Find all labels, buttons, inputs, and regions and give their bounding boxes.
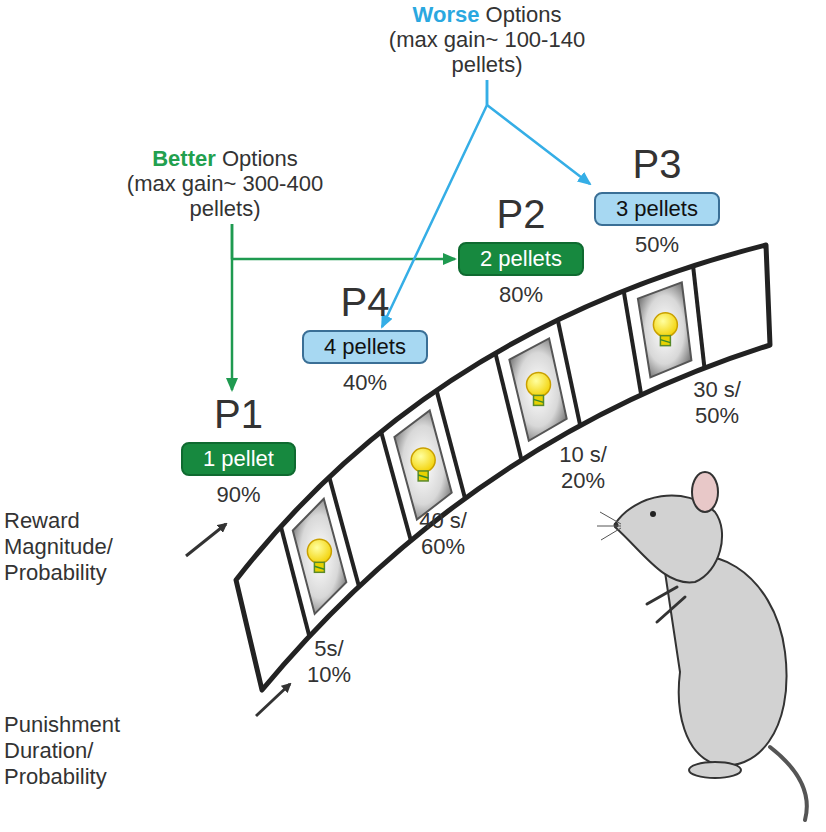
rat-body — [665, 556, 787, 765]
option-name: P1 — [214, 392, 263, 436]
bulb-base — [534, 395, 544, 405]
axis-label: Punishment Duration/ Probability — [4, 712, 144, 790]
bulb-base — [418, 471, 428, 481]
rat-ear — [692, 472, 718, 512]
rat-nose — [614, 523, 619, 528]
light-bulb — [307, 539, 331, 563]
reward-pill: 1 pellet — [181, 442, 296, 476]
option-node: P2 2 pellets 80% — [458, 192, 584, 308]
option-heading: Better — [152, 146, 216, 171]
bulb-thread — [660, 340, 670, 343]
option-text: Worse Options(max gain~ 100-140 pellets) — [362, 2, 612, 77]
option-node: P1 1 pellet 90% — [181, 392, 296, 508]
track-divider — [693, 266, 704, 368]
light-frame — [394, 411, 451, 520]
light-frame — [293, 499, 347, 614]
max-gain: (max gain~ 100-140 pellets) — [387, 27, 587, 77]
reward-pill: 4 pellets — [302, 330, 428, 364]
pointer-arrow — [256, 684, 290, 716]
option-name: P2 — [497, 192, 546, 236]
rat-tail — [770, 747, 807, 820]
option-heading: Worse — [413, 2, 480, 27]
rat-whiskers — [597, 512, 621, 540]
option-node: P4 4 pellets 40% — [302, 280, 428, 396]
option-group: Worse Options(max gain~ 100-140 pellets) — [362, 2, 612, 77]
axis-label: Reward Magnitude/ Probability — [4, 508, 144, 586]
rat — [597, 472, 807, 820]
reward-probability: 90% — [216, 482, 260, 508]
light-frame — [509, 338, 566, 440]
punishment-value: 30 s/ 50% — [684, 377, 750, 429]
max-gain: (max gain~ 300-400 pellets) — [125, 171, 325, 221]
light-bulb — [411, 448, 435, 472]
reward-probability: 50% — [635, 232, 679, 258]
bulb-thread — [534, 399, 544, 402]
light-bulb — [527, 372, 551, 396]
option-heading: Options — [222, 146, 298, 171]
rat-foot — [689, 762, 741, 778]
option-arrow — [382, 80, 487, 327]
light-frame — [638, 282, 692, 377]
pointer-arrow — [186, 524, 226, 556]
bulb-base — [660, 336, 670, 346]
punishment-value: 5s/ 10% — [296, 636, 362, 688]
punishment-value: 10 s/ 20% — [550, 442, 616, 494]
reward-pill: 2 pellets — [458, 242, 584, 276]
bulb-base — [314, 562, 324, 572]
bulb-thread — [418, 475, 428, 478]
rat-eye — [650, 511, 656, 517]
reward-pill: 3 pellets — [594, 192, 720, 226]
option-name: P3 — [633, 142, 682, 186]
reward-probability: 40% — [343, 370, 387, 396]
option-group: Better Options(max gain~ 300-400 pellets… — [100, 146, 350, 221]
rat-paw — [647, 587, 685, 622]
reward-probability: 80% — [499, 282, 543, 308]
option-arrow — [487, 80, 590, 184]
option-text: Better Options(max gain~ 300-400 pellets… — [100, 146, 350, 221]
option-heading: Options — [486, 2, 562, 27]
option-name: P4 — [341, 280, 390, 324]
punishment-value: 40 s/ 60% — [410, 508, 476, 560]
light-bulb — [653, 313, 677, 337]
bulb-thread — [314, 566, 324, 569]
option-node: P3 3 pellets 50% — [594, 142, 720, 258]
